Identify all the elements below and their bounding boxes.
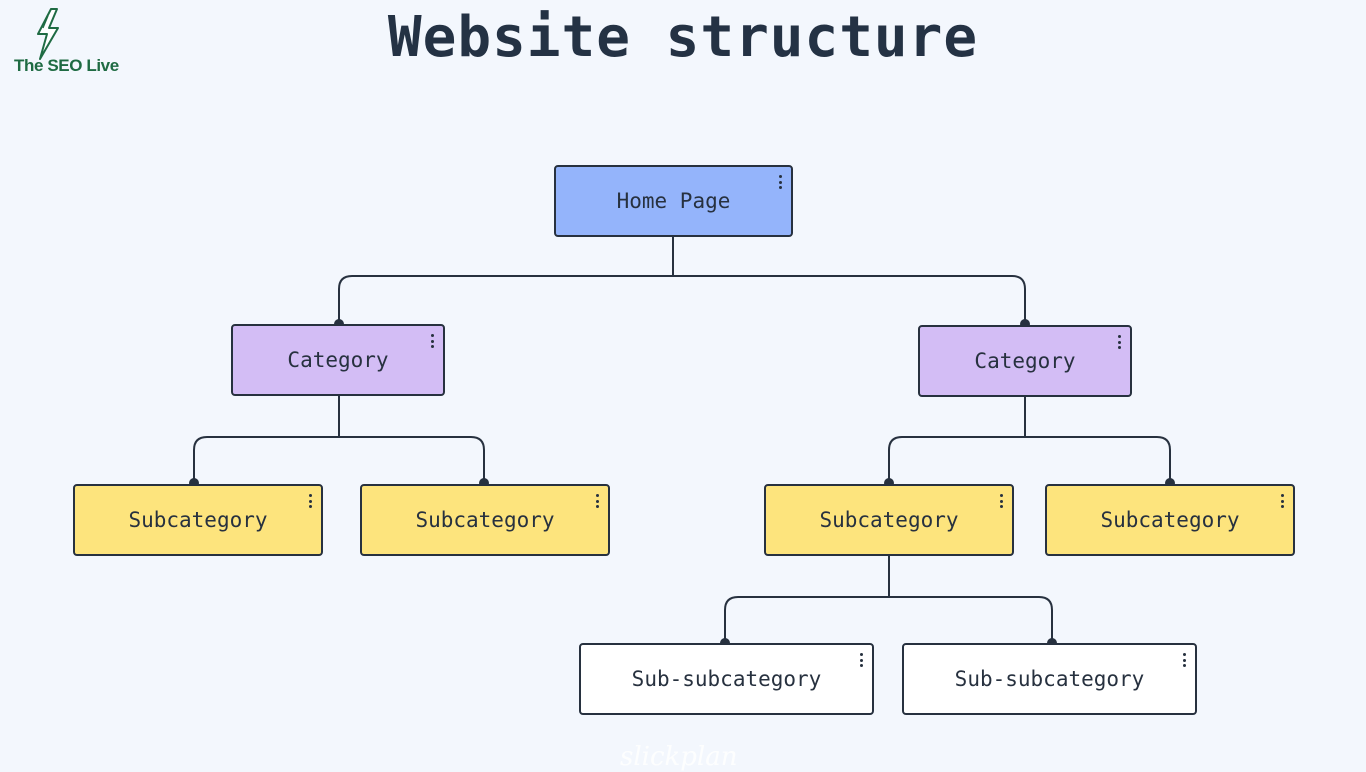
connector-category-left-to-subcategory-2 <box>339 436 485 483</box>
connector-subcategory-3-to-sub-subcategory-2 <box>889 596 1053 643</box>
brand-logo: The SEO Live <box>12 8 132 80</box>
node-category-left[interactable]: Category <box>231 324 445 396</box>
connector-home-to-category-left <box>338 237 674 324</box>
brand-name: The SEO Live <box>14 56 119 75</box>
node-label: Subcategory <box>128 508 268 532</box>
connector-subcategory-3-to-sub-subcategory-1 <box>724 555 890 643</box>
more-options-icon[interactable] <box>309 494 313 510</box>
connector-category-right-to-subcategory-4 <box>1025 436 1171 483</box>
more-options-icon[interactable] <box>596 494 600 510</box>
node-category-right[interactable]: Category <box>918 325 1132 397</box>
node-label: Subcategory <box>819 508 959 532</box>
connector-category-right-to-subcategory-3 <box>888 397 1026 483</box>
more-options-icon[interactable] <box>1281 494 1285 510</box>
node-label: Sub-subcategory <box>954 667 1145 691</box>
connector-home-to-category-right <box>673 275 1026 324</box>
node-sub-subcategory-2[interactable]: Sub-subcategory <box>902 643 1197 715</box>
node-label: Subcategory <box>415 508 555 532</box>
page-title: Website structure <box>387 5 979 70</box>
node-label: Category <box>974 349 1076 373</box>
more-options-icon[interactable] <box>779 175 783 191</box>
lightning-bolt-icon <box>37 8 59 60</box>
node-subcategory-4[interactable]: Subcategory <box>1045 484 1295 556</box>
more-options-icon[interactable] <box>1118 335 1122 351</box>
more-options-icon[interactable] <box>1183 653 1187 669</box>
node-subcategory-3[interactable]: Subcategory <box>764 484 1014 556</box>
connector-category-left-to-subcategory-1 <box>193 396 340 483</box>
node-label: Home Page <box>616 189 731 213</box>
node-subcategory-1[interactable]: Subcategory <box>73 484 323 556</box>
node-label: Category <box>287 348 389 372</box>
more-options-icon[interactable] <box>1000 494 1004 510</box>
more-options-icon[interactable] <box>431 334 435 350</box>
watermark: slickplan <box>620 742 738 772</box>
node-sub-subcategory-1[interactable]: Sub-subcategory <box>579 643 874 715</box>
node-label: Sub-subcategory <box>631 667 822 691</box>
node-label: Subcategory <box>1100 508 1240 532</box>
node-subcategory-2[interactable]: Subcategory <box>360 484 610 556</box>
more-options-icon[interactable] <box>860 653 864 669</box>
node-home-page[interactable]: Home Page <box>554 165 793 237</box>
